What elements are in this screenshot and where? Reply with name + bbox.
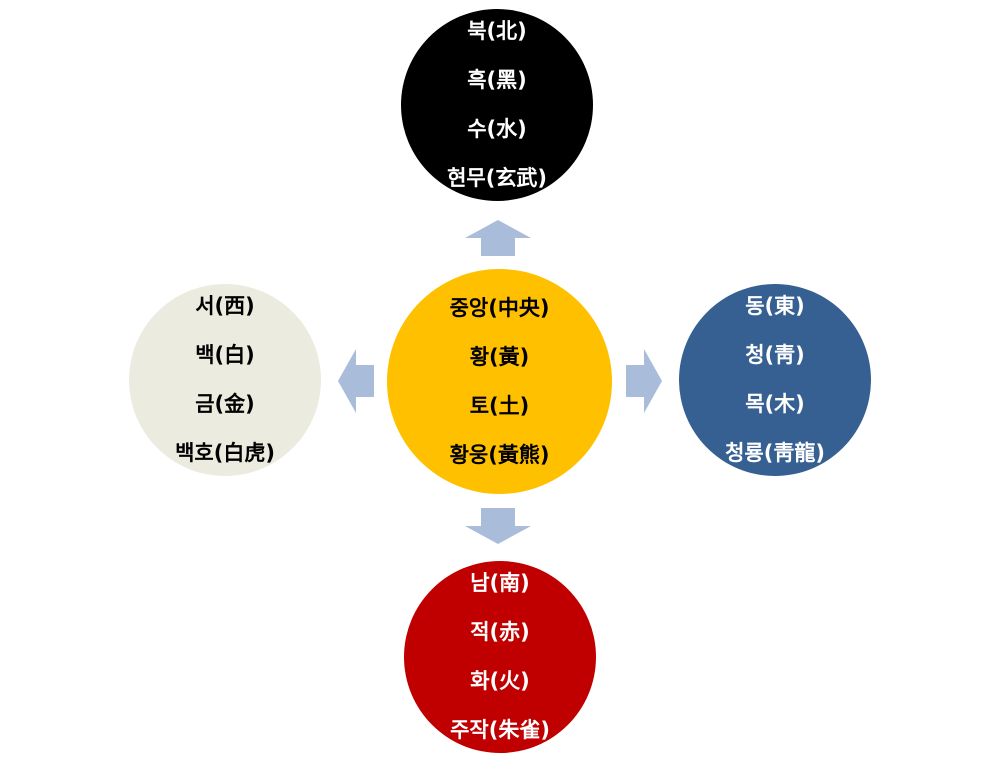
arrow-right-icon xyxy=(626,349,662,413)
north-element: 수(水) xyxy=(467,117,527,141)
west-element: 금(金) xyxy=(195,392,255,416)
west-direction: 서(西) xyxy=(195,294,255,318)
north-circle: 북(北) 흑(黑) 수(水) 현무(玄武) xyxy=(401,9,593,201)
arrow-up-icon xyxy=(465,220,531,256)
south-color: 적(赤) xyxy=(470,620,530,644)
south-circle: 남(南) 적(赤) 화(火) 주작(朱雀) xyxy=(404,561,596,753)
west-circle: 서(西) 백(白) 금(金) 백호(白虎) xyxy=(129,284,321,476)
north-color: 흑(黑) xyxy=(467,68,527,92)
center-element: 토(土) xyxy=(469,393,530,418)
arrow-left-icon xyxy=(338,349,374,413)
north-guardian: 현무(玄武) xyxy=(447,166,547,190)
center-direction: 중앙(中央) xyxy=(449,295,550,320)
east-color: 청(靑) xyxy=(745,343,805,367)
south-direction: 남(南) xyxy=(470,571,530,595)
south-element: 화(火) xyxy=(470,669,530,693)
east-element: 목(木) xyxy=(745,392,805,416)
center-color: 황(黃) xyxy=(469,344,530,369)
north-direction: 북(北) xyxy=(467,19,527,43)
south-guardian: 주작(朱雀) xyxy=(450,718,550,742)
east-direction: 동(東) xyxy=(745,294,805,318)
west-color: 백(白) xyxy=(195,343,255,367)
east-circle: 동(東) 청(靑) 목(木) 청룡(靑龍) xyxy=(679,284,871,476)
center-guardian: 황웅(黃熊) xyxy=(449,442,550,467)
center-circle: 중앙(中央) 황(黃) 토(土) 황웅(黃熊) xyxy=(387,269,612,494)
west-guardian: 백호(白虎) xyxy=(175,441,275,465)
east-guardian: 청룡(靑龍) xyxy=(725,441,825,465)
arrow-down-icon xyxy=(465,508,531,544)
